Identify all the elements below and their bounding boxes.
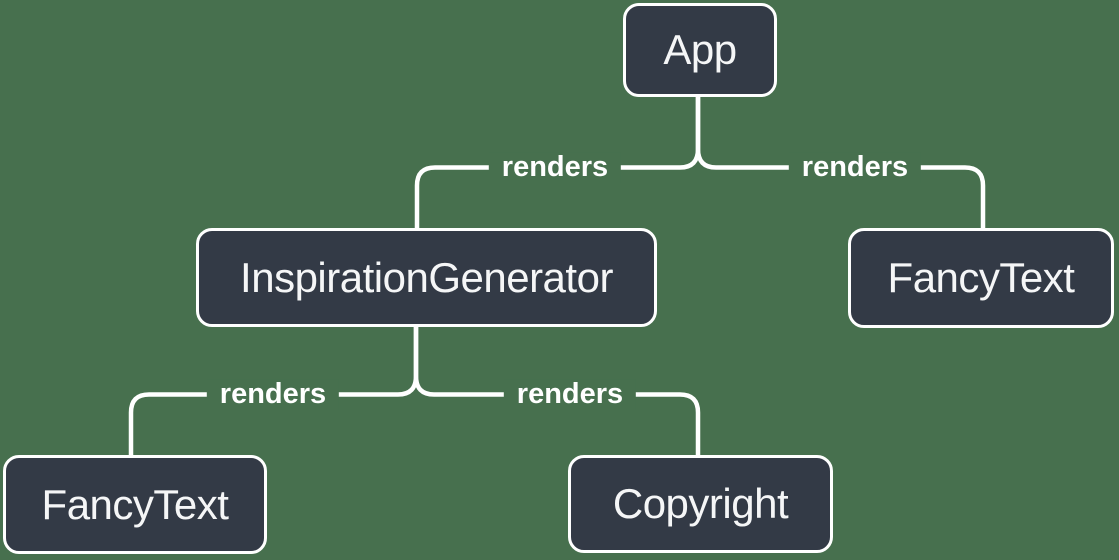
node-fancy-text-right: FancyText: [848, 228, 1114, 328]
node-label: App: [663, 26, 737, 73]
edge-app-inspiration-generator-label: renders: [488, 151, 622, 184]
edge-inspiration-generator-copyright-label: renders: [503, 378, 637, 411]
node-inspiration-generator: InspirationGenerator: [196, 228, 657, 327]
node-label: FancyText: [887, 254, 1075, 301]
node-label: FancyText: [41, 480, 229, 528]
edge-app-fancy-text-label: renders: [788, 151, 922, 184]
node-copyright: Copyright: [568, 455, 833, 553]
node-app: App: [623, 3, 777, 97]
node-label: Copyright: [612, 480, 789, 527]
node-label: InspirationGenerator: [240, 253, 613, 301]
edge-inspiration-generator-fancy-text-label: renders: [206, 378, 340, 411]
node-fancy-text-left: FancyText: [3, 455, 267, 554]
